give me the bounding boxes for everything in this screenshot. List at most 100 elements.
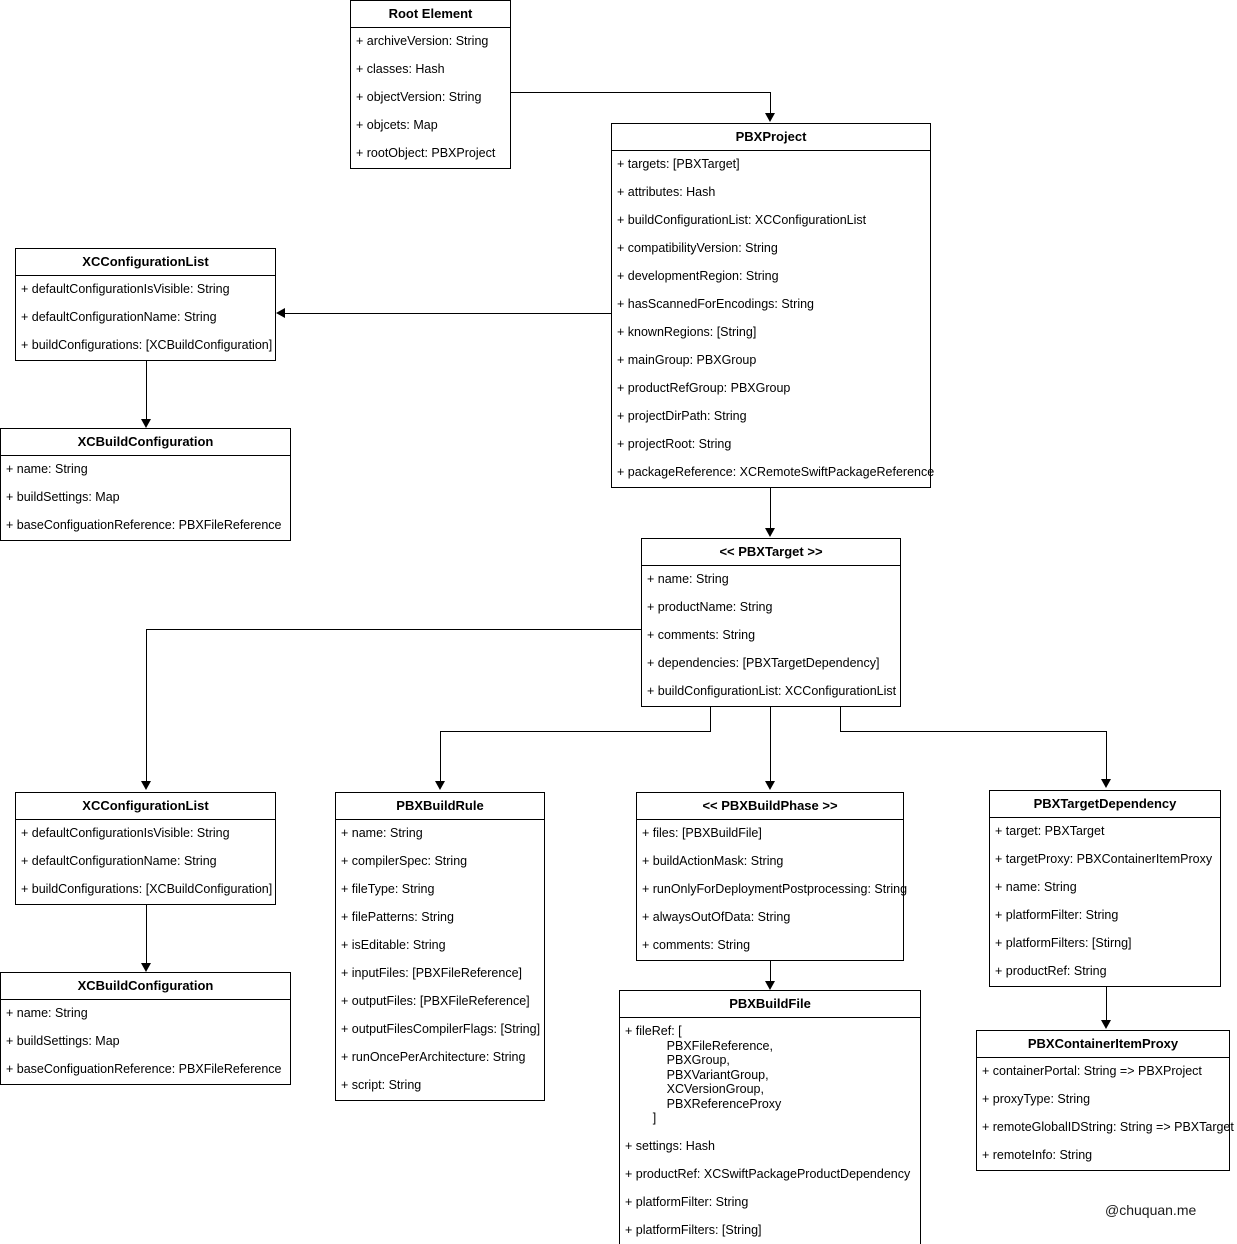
class-attribute: + productRef: String xyxy=(995,964,1107,978)
class-attributes-root-element: + archiveVersion: String + classes: Hash… xyxy=(351,28,510,168)
class-attributes-pbxproject: + targets: [PBXTarget] + attributes: Has… xyxy=(612,151,934,487)
class-attribute: + outputFilesCompilerFlags: [String] xyxy=(341,1022,541,1036)
class-attribute: + platformFilters: [String] xyxy=(625,1222,762,1237)
class-title-xcconfigurationlist-bottom: XCConfigurationList xyxy=(16,793,275,820)
class-attribute: + dependencies: [PBXTargetDependency] xyxy=(647,656,880,670)
class-box-pbxtarget[interactable]: << PBXTarget >> + name: String + product… xyxy=(641,538,901,707)
class-attribute: + settings: Hash xyxy=(625,1138,715,1153)
connector-pbxtarget-to-xcconfiglist2-v xyxy=(146,629,147,782)
watermark-credit: @chuquan.me xyxy=(1105,1202,1197,1218)
class-attribute: + buildConfigurations: [XCBuildConfigura… xyxy=(21,882,273,896)
class-attribute: + mainGroup: PBXGroup xyxy=(617,353,757,367)
class-title-pbxproject: PBXProject xyxy=(612,124,930,151)
connector-pbxproject-to-pbxtarget-v xyxy=(770,485,771,529)
class-attribute: + projectRoot: String xyxy=(617,437,732,451)
class-title-xcbuildconfiguration-top: XCBuildConfiguration xyxy=(1,429,290,456)
class-attribute: + remoteGlobalIDString: String => PBXTar… xyxy=(982,1120,1234,1134)
class-attributes-pbxbuildphase: + files: [PBXBuildFile] + buildActionMas… xyxy=(637,820,907,960)
class-attribute: + developmentRegion: String xyxy=(617,269,779,283)
class-attribute: + alwaysOutOfData: String xyxy=(642,910,791,924)
class-title-pbxbuildphase: << PBXBuildPhase >> xyxy=(637,793,903,820)
class-attribute: + compilerSpec: String xyxy=(341,854,468,868)
class-attribute: + runOncePerArchitecture: String xyxy=(341,1050,526,1064)
class-box-xcbuildconfiguration-bottom[interactable]: XCBuildConfiguration + name: String + bu… xyxy=(0,972,291,1085)
class-attributes-pbxcontaineritemproxy: + containerPortal: String => PBXProject … xyxy=(977,1058,1234,1170)
class-box-pbxcontaineritemproxy[interactable]: PBXContainerItemProxy + containerPortal:… xyxy=(976,1030,1234,1171)
class-attribute: + name: String xyxy=(341,826,423,840)
class-attribute: + name: String xyxy=(6,1006,88,1020)
class-box-xcconfigurationlist-bottom[interactable]: XCConfigurationList + defaultConfigurati… xyxy=(15,792,276,905)
connector-pbxtarget-to-buildphase-v xyxy=(770,672,771,782)
connector-pbxtarget-to-targetdep-h xyxy=(840,731,1107,732)
connector-pbxtarget-to-targetdep-v2 xyxy=(1106,731,1107,780)
class-attribute: + compatibilityVersion: String xyxy=(617,241,778,255)
class-attribute: + name: String xyxy=(6,462,88,476)
class-attribute: + inputFiles: [PBXFileReference] xyxy=(341,966,522,980)
class-attribute: + targetProxy: PBXContainerItemProxy xyxy=(995,852,1213,866)
connector-pbxtarget-to-xcconfiglist2-h xyxy=(146,629,641,630)
connector-buildphase-to-buildfile-v xyxy=(770,955,771,986)
class-box-root-element[interactable]: Root Element + archiveVersion: String + … xyxy=(350,0,511,169)
class-box-pbxbuildrule[interactable]: PBXBuildRule + name: String + compilerSp… xyxy=(335,792,545,1101)
class-attribute: + defaultConfigurationIsVisible: String xyxy=(21,826,230,840)
class-attribute: + rootObject: PBXProject xyxy=(356,146,496,160)
class-attribute: + fileRef: [ PBXFileReference, PBXGroup,… xyxy=(625,1024,782,1125)
class-box-pbxbuildfile[interactable]: PBXBuildFile + fileRef: [ PBXFileReferen… xyxy=(619,990,921,1244)
connector-root-to-pbxproject-v xyxy=(770,92,771,114)
connector-root-to-pbxproject-h xyxy=(510,92,771,93)
class-box-pbxbuildphase[interactable]: << PBXBuildPhase >> + files: [PBXBuildFi… xyxy=(636,792,907,961)
class-attribute: + baseConfiguationReference: PBXFileRefe… xyxy=(6,518,282,532)
class-attribute: + proxyType: String xyxy=(982,1092,1091,1106)
class-attribute: + defaultConfigurationIsVisible: String xyxy=(21,282,230,296)
class-attribute: + fileType: String xyxy=(341,882,435,896)
class-attribute: + targets: [PBXTarget] xyxy=(617,157,740,171)
class-attribute: + defaultConfigurationName: String xyxy=(21,310,217,324)
arrowhead-pbxtarget-to-xcconfiglist2 xyxy=(141,781,151,790)
class-attributes-xcbuildconfiguration-top: + name: String + buildSettings: Map + ba… xyxy=(1,456,290,540)
class-attributes-pbxbuildfile: + fileRef: [ PBXFileReference, PBXGroup,… xyxy=(620,1018,920,1244)
class-attribute: + remoteInfo: String xyxy=(982,1148,1093,1162)
arrowhead-xcconfiglist2-to-xcbuildconfig2 xyxy=(141,963,151,972)
class-attribute: + platformFilter: String xyxy=(625,1194,749,1209)
class-attribute: + defaultConfigurationName: String xyxy=(21,854,217,868)
class-attribute: + buildActionMask: String xyxy=(642,854,784,868)
class-title-pbxtargetdependency: PBXTargetDependency xyxy=(990,791,1220,818)
class-attribute: + baseConfiguationReference: PBXFileRefe… xyxy=(6,1062,282,1076)
class-attribute: + name: String xyxy=(995,880,1077,894)
arrowhead-pbxproject-to-pbxtarget xyxy=(765,528,775,537)
class-title-pbxbuildfile: PBXBuildFile xyxy=(620,991,920,1018)
class-attribute: + classes: Hash xyxy=(356,62,445,76)
arrowhead-targetdep-to-containerproxy xyxy=(1101,1020,1111,1029)
class-attribute: + buildConfigurationList: XCConfiguratio… xyxy=(617,213,867,227)
class-attribute: + script: String xyxy=(341,1078,422,1092)
connector-pbxtarget-to-buildrule-v2 xyxy=(440,731,441,782)
class-box-pbxtargetdependency[interactable]: PBXTargetDependency + target: PBXTarget … xyxy=(989,790,1221,987)
class-title-pbxbuildrule: PBXBuildRule xyxy=(336,793,544,820)
connector-pbxproject-to-xcconfiglist-h xyxy=(285,313,611,314)
class-attribute: + objectVersion: String xyxy=(356,90,482,104)
class-box-xcconfigurationlist-top[interactable]: XCConfigurationList + defaultConfigurati… xyxy=(15,248,276,361)
class-attribute: + productName: String xyxy=(647,600,773,614)
class-attributes-pbxtargetdependency: + target: PBXTarget + targetProxy: PBXCo… xyxy=(990,818,1220,986)
class-attribute: + comments: String xyxy=(642,938,751,952)
class-box-pbxproject[interactable]: PBXProject + targets: [PBXTarget] + attr… xyxy=(611,123,934,488)
class-box-xcbuildconfiguration-top[interactable]: XCBuildConfiguration + name: String + bu… xyxy=(0,428,291,541)
arrowhead-buildphase-to-buildfile xyxy=(765,981,775,990)
class-attribute: + isEditable: String xyxy=(341,938,446,952)
class-attributes-pbxbuildrule: + name: String + compilerSpec: String + … xyxy=(336,820,544,1100)
class-attribute: + hasScannedForEncodings: String xyxy=(617,297,814,311)
class-attribute: + files: [PBXBuildFile] xyxy=(642,826,762,840)
class-attribute: + containerPortal: String => PBXProject xyxy=(982,1064,1202,1078)
class-attribute: + knownRegions: [String] xyxy=(617,325,757,339)
class-attribute: + name: String xyxy=(647,572,729,586)
class-attributes-xcconfigurationlist-top: + defaultConfigurationIsVisible: String … xyxy=(16,276,275,360)
class-attribute: + archiveVersion: String xyxy=(356,34,489,48)
class-attribute: + productRef: XCSwiftPackageProductDepen… xyxy=(625,1166,911,1181)
class-attribute: + platformFilters: [Stirng] xyxy=(995,936,1132,950)
class-attribute: + buildConfigurations: [XCBuildConfigura… xyxy=(21,338,273,352)
class-title-pbxcontaineritemproxy: PBXContainerItemProxy xyxy=(977,1031,1229,1058)
class-attribute: + productRefGroup: PBXGroup xyxy=(617,381,791,395)
class-attribute: + platformFilter: String xyxy=(995,908,1119,922)
connector-xcconfiglist-to-xcbuildconfig-v xyxy=(146,360,147,420)
